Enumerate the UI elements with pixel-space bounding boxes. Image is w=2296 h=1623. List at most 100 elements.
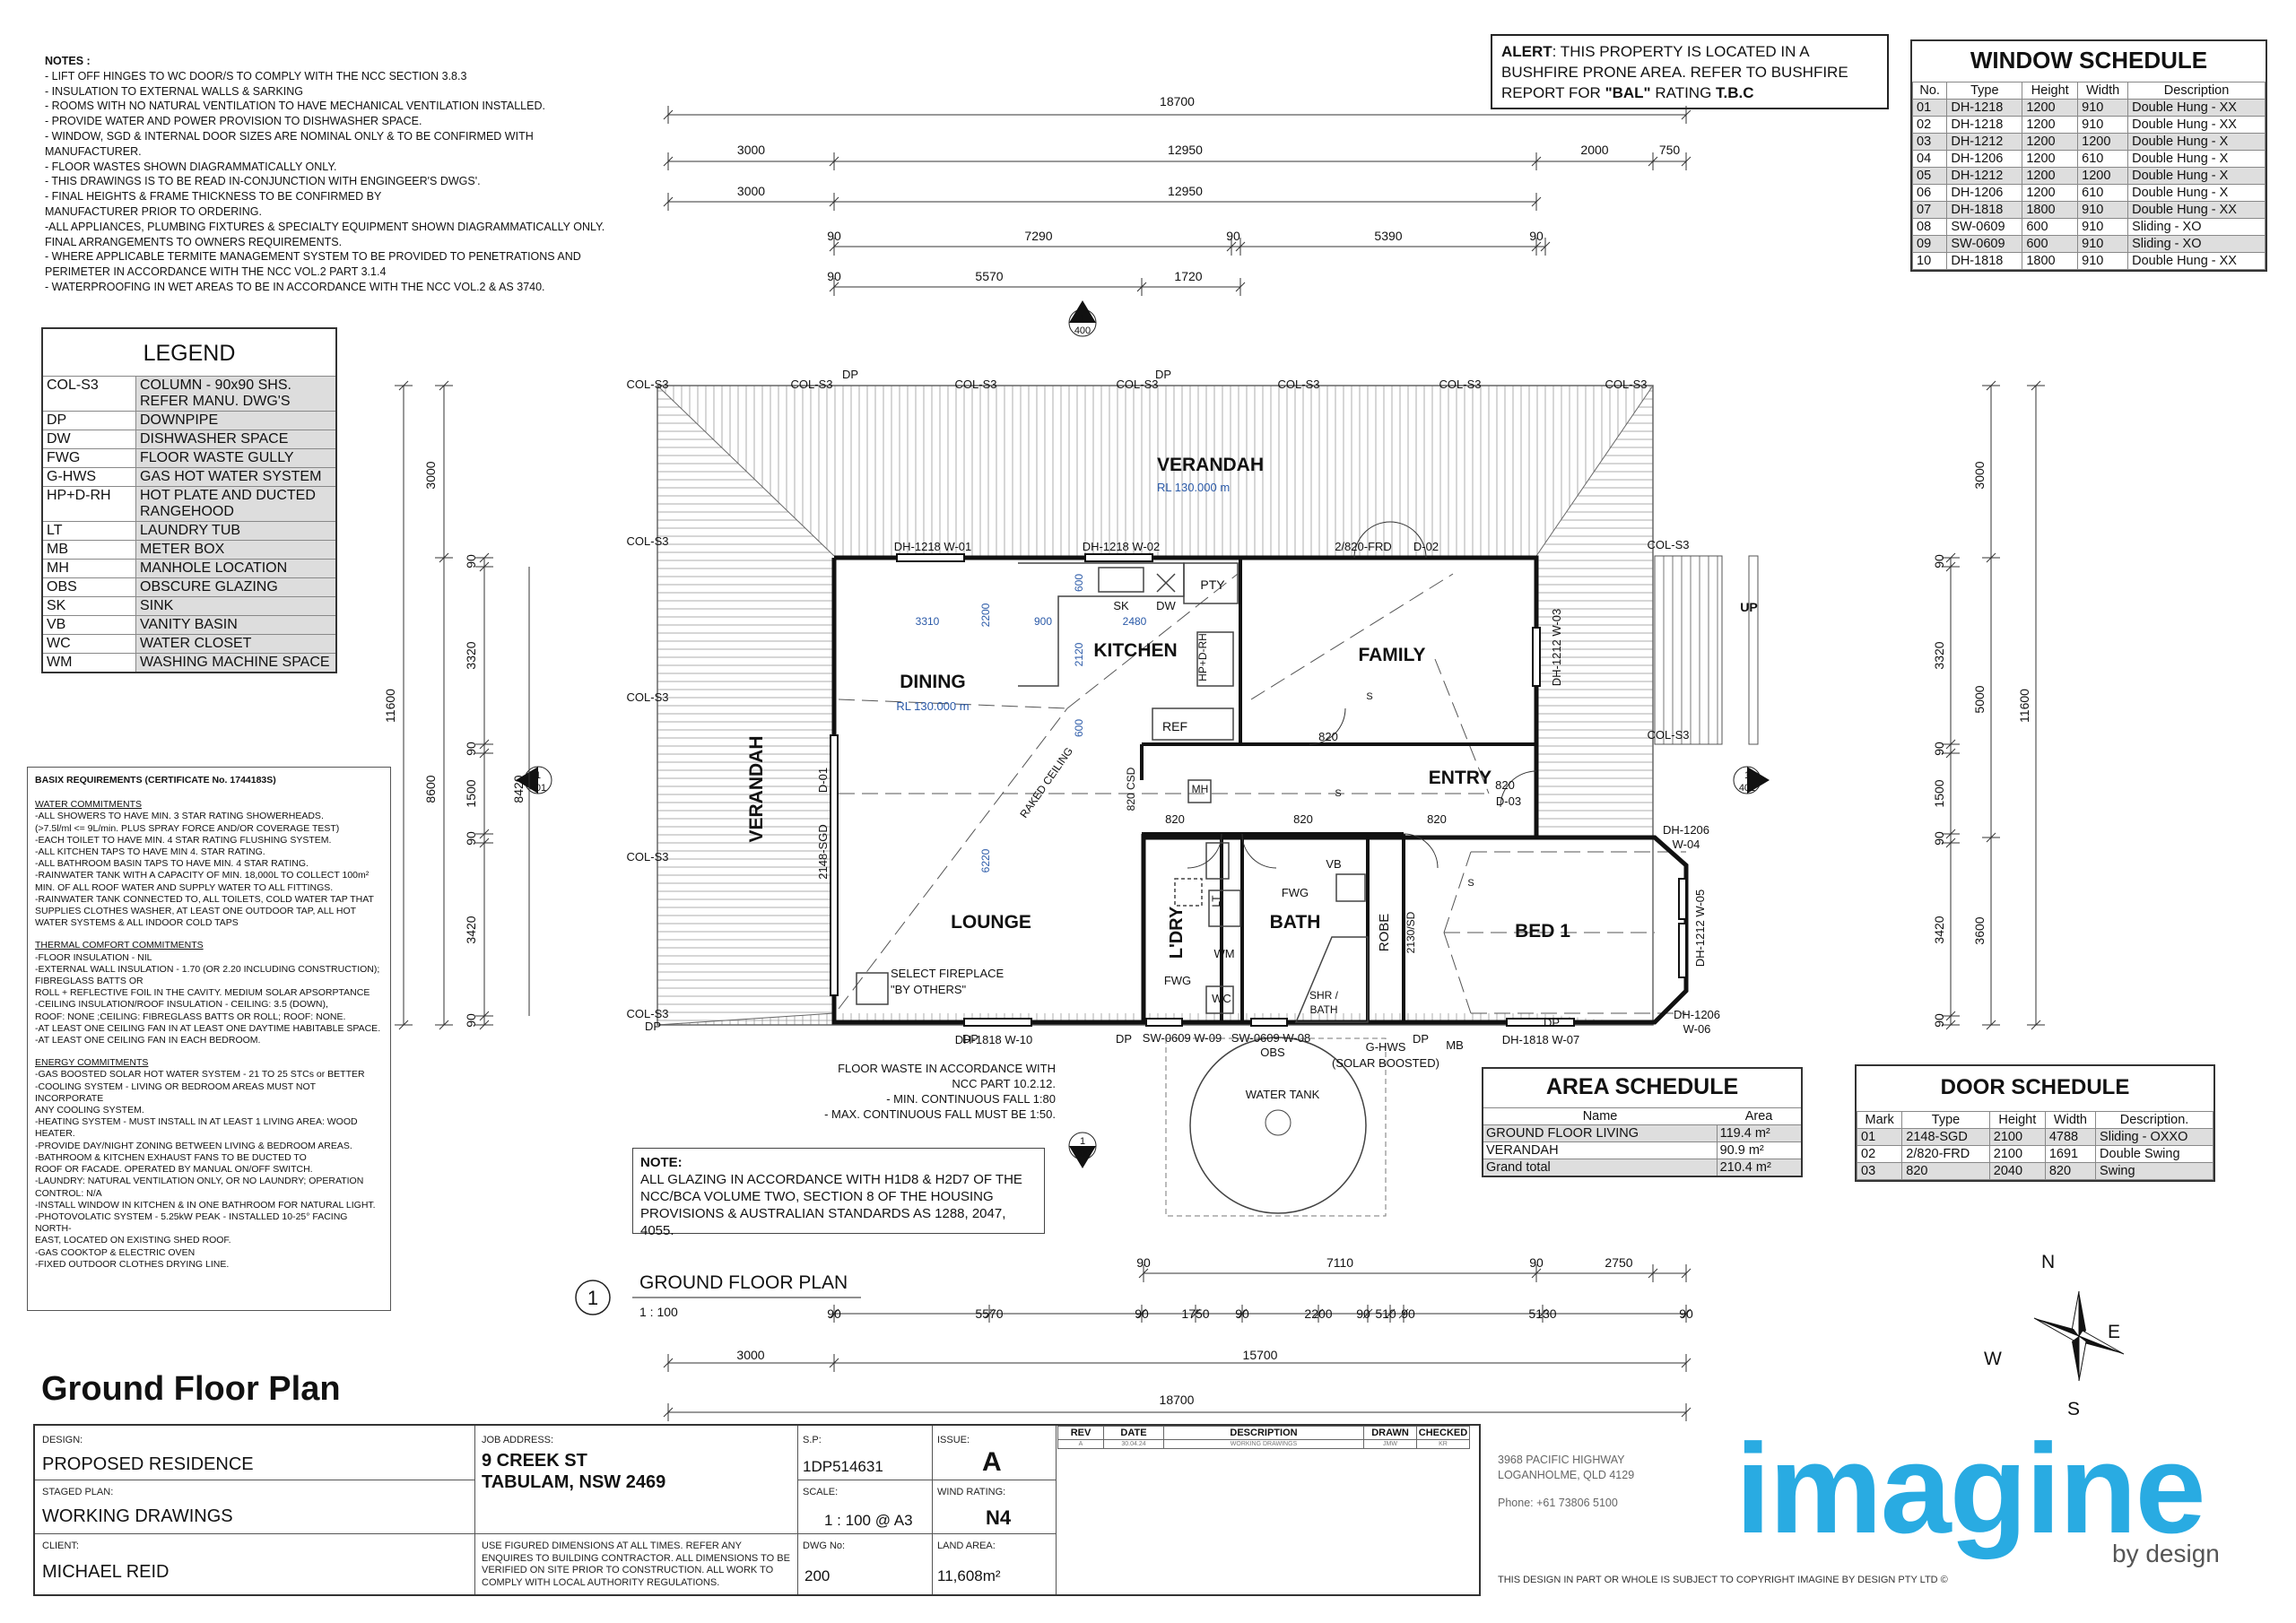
dimension-label: 90 <box>1679 1306 1693 1321</box>
dimension-label: 90 <box>464 1013 478 1028</box>
room-bath: BATH <box>1270 912 1321 933</box>
dimension-tick <box>2031 1020 2041 1030</box>
kitchen-bench <box>1018 562 1239 741</box>
door-size-label: 820 <box>1318 730 1338 743</box>
table-cell: 02 <box>1856 1145 1903 1163</box>
dimension-tick <box>1531 196 1542 207</box>
vanity-basin <box>1335 873 1366 902</box>
door-size-label: 820 <box>1427 812 1447 826</box>
dimension-tick <box>829 1308 839 1319</box>
company-logo: imagine <box>1735 1418 2206 1560</box>
column-label: COL-S3 <box>627 378 669 391</box>
note-line: - WHERE APPLICABLE TERMITE MANAGEMENT SY… <box>45 250 581 264</box>
dimension-tick <box>479 1011 490 1021</box>
table-cell: 2040 <box>1988 1162 2046 1180</box>
dimension-label: 2000 <box>1580 143 1608 157</box>
notes-heading: NOTES : <box>45 55 91 67</box>
dimension-label: 3000 <box>737 184 765 198</box>
label-shower: SHR / <box>1309 989 1339 1002</box>
legend-description: DOWNPIPE <box>135 411 335 430</box>
label-sink: SK <box>1113 599 1129 612</box>
note-line: - WINDOW, SGD & INTERNAL DOOR SIZES ARE … <box>45 129 534 143</box>
legend-code: MH <box>43 559 136 578</box>
legend-description: DISHWASHER SPACE <box>135 430 335 449</box>
internal-dimension: 6220 <box>979 848 992 872</box>
table-cell: 30.04.24 <box>1103 1439 1164 1449</box>
dimension-tick <box>1945 1011 1956 1021</box>
dimension-label: 90 <box>1135 1306 1149 1321</box>
fireplace <box>856 972 889 1005</box>
note-line: - PROVIDE WATER AND POWER PROVISION TO D… <box>45 115 422 128</box>
sheet-title: Ground Floor Plan <box>41 1370 341 1408</box>
basix-line: -ALL SHOWERS TO HAVE MIN. 3 STAR RATING … <box>35 811 324 822</box>
dwg-value: 200 <box>804 1567 831 1584</box>
compass-n: N <box>2041 1252 2055 1272</box>
label-wc: WC <box>1212 992 1231 1005</box>
dimension-label: 1720 <box>1174 269 1202 283</box>
column-header: Type <box>1901 1111 1990 1129</box>
table-cell: Double Swing <box>2095 1145 2213 1163</box>
basix-line: -LAUNDRY: NATURAL VENTILATION ONLY, OR N… <box>35 1176 364 1187</box>
dimension-tick <box>1385 1308 1396 1319</box>
legend-code: VB <box>43 615 136 635</box>
alert-label: ALERT <box>1501 43 1552 60</box>
dimension-tick <box>1237 1308 1248 1319</box>
dimension-label: 3420 <box>464 916 478 943</box>
internal-dimension: 600 <box>1073 574 1085 592</box>
legend-description: SINK <box>135 596 335 616</box>
table-cell: 1200 <box>2022 150 2079 168</box>
table-cell: 1200 <box>2022 133 2079 151</box>
tank-lid <box>1265 1109 1292 1136</box>
table-cell: Double Hung - X <box>2127 167 2266 185</box>
north-arrow <box>2033 1290 2125 1382</box>
basix-line: -RAINWATER TANK WITH A CAPACITY OF MIN. … <box>35 870 370 881</box>
label-ghws: G-HWS <box>1366 1040 1406 1054</box>
section-marker-sheet: 400 <box>1074 325 1091 336</box>
dimension-tick <box>1235 241 1246 252</box>
client-label: CLIENT: <box>42 1541 79 1551</box>
dimension-label: 90 <box>1226 229 1240 243</box>
column-header: Name <box>1483 1107 1718 1125</box>
compass-e: E <box>2108 1322 2120 1342</box>
washing-machine <box>1174 878 1203 907</box>
column-header: Description <box>2127 82 2266 100</box>
ceiling-lines <box>838 573 1686 1014</box>
note-line: - WATERPROOFING IN WET AREAS TO BE IN AC… <box>45 280 545 293</box>
dimension-label: 3600 <box>1972 916 1987 944</box>
section-marker-sheet: 400 <box>1074 1149 1091 1159</box>
floor-waste-note-line: NCC PART 10.2.12. <box>952 1077 1056 1090</box>
alert-text-3: REPORT FOR <box>1501 84 1605 101</box>
legend-description: FLOOR WASTE GULLY <box>135 448 335 468</box>
section-marker-number: 1 <box>1744 770 1750 781</box>
column-label: COL-S3 <box>1648 728 1690 742</box>
window-label: SW-0609 W-09 <box>1143 1031 1222 1045</box>
section-marker-sheet: 401 <box>1739 783 1755 794</box>
column-label: COL-S3 <box>791 378 833 391</box>
dimension-tick <box>1986 832 1996 843</box>
basix-line: WATER SYSTEMS & ALL INDOOR COLD TAPS <box>35 917 239 929</box>
table-cell: Sliding - XO <box>2127 218 2266 236</box>
table-cell: 03 <box>1911 133 1948 151</box>
room-robe: ROBE <box>1377 914 1392 952</box>
label-vanity-basin: VB <box>1326 857 1341 871</box>
dimension-label: 90 <box>1932 742 1946 756</box>
door-label: D-02 <box>1413 540 1439 553</box>
basix-line: CONTROL: N/A <box>35 1187 102 1199</box>
dimension-label: 12950 <box>1168 184 1203 198</box>
dimension-label: 90 <box>1136 1255 1151 1270</box>
column-header: DATE <box>1103 1426 1164 1440</box>
dimension-tick <box>829 156 839 167</box>
table-cell: JMW <box>1363 1439 1417 1449</box>
staged-value: WORKING DRAWINGS <box>42 1506 233 1526</box>
issue-value: A <box>982 1447 1002 1477</box>
legend-code: FWG <box>43 448 136 468</box>
